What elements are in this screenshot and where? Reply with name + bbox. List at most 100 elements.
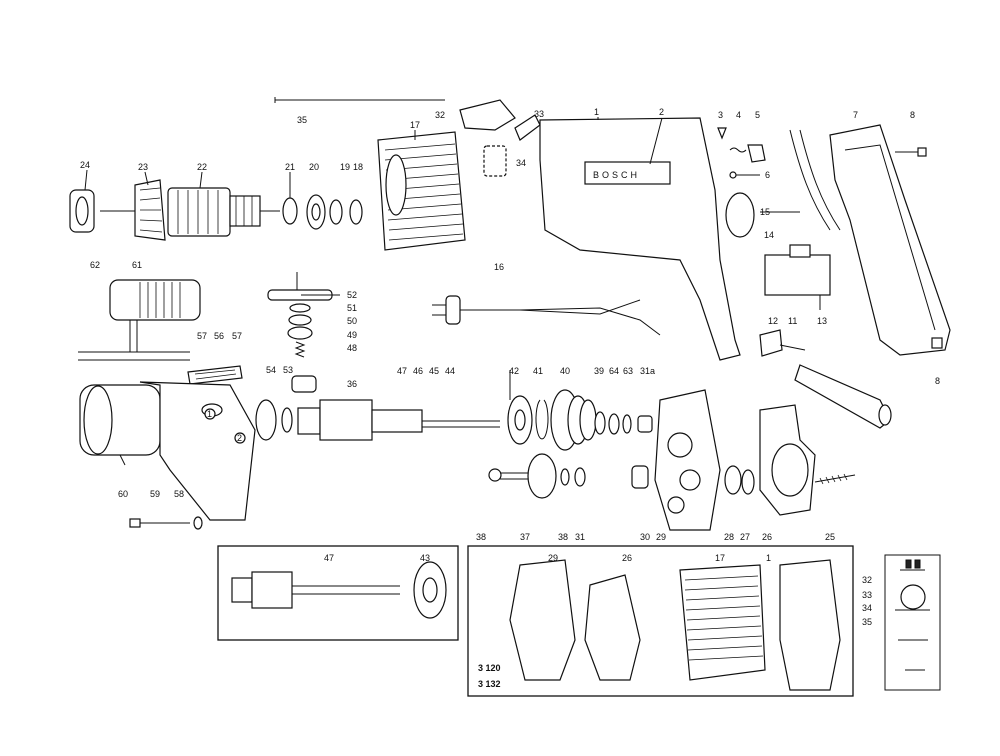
part-60-gear-housing: [79, 381, 256, 521]
circled-label-1: 1: [207, 409, 212, 419]
part-23-fan: [100, 179, 166, 241]
label-61: 61: [132, 260, 142, 270]
label-47: 47: [397, 366, 407, 376]
part-4-spring: [729, 147, 747, 153]
part-34-suppressor: [483, 145, 507, 177]
label-24: 24: [80, 160, 90, 170]
label-41: 41: [533, 366, 543, 376]
part-36-knob: [291, 375, 317, 393]
label-6: 6: [765, 170, 770, 180]
label-52: 52: [347, 290, 357, 300]
part-25-screw: [814, 473, 856, 485]
part-8-screw: [895, 147, 927, 157]
part-19-washer: [329, 199, 343, 225]
label-45: 45: [429, 366, 439, 376]
part-30-bushing: [631, 465, 649, 489]
label-34: 34: [516, 158, 526, 168]
label-31a: 31a: [640, 366, 655, 376]
part-21-washer: [282, 197, 298, 225]
part-51-washer: [289, 303, 311, 313]
label-51: 51: [347, 303, 357, 313]
part-38b-washer: [560, 468, 570, 486]
label-42: 42: [509, 366, 519, 376]
label-31: 31: [575, 532, 585, 542]
part-20-bearing: [306, 194, 326, 230]
label-62: 62: [90, 260, 100, 270]
label-3: 3: [718, 110, 723, 120]
label-7: 7: [853, 110, 858, 120]
label-59: 59: [150, 489, 160, 499]
label-20: 20: [309, 162, 319, 172]
label-11: 11: [788, 316, 797, 326]
part-27-washer: [741, 469, 755, 495]
label-46: 46: [413, 366, 423, 376]
label-12: 12: [768, 316, 778, 326]
label-14: 14: [764, 230, 774, 240]
part-6-screw: [729, 171, 760, 179]
part-26-brush-bracket: [759, 404, 816, 516]
label-29: 29: [656, 532, 666, 542]
label-57b: 57: [232, 331, 242, 341]
label-28: 28: [724, 532, 734, 542]
part-31a-bushing: [637, 415, 653, 433]
label-2: 2: [659, 107, 664, 117]
part-5-cable-clamp: [747, 144, 766, 163]
label-63: 63: [623, 366, 633, 376]
part-7-handle: [829, 124, 951, 356]
label-26: 26: [762, 532, 772, 542]
label-38: 38: [476, 532, 486, 542]
label-23: 23: [138, 162, 148, 172]
label-4: 4: [736, 110, 741, 120]
inset-label-17: 17: [715, 553, 725, 563]
inset-label-1: 1: [766, 553, 771, 563]
circuit-label-34: 34: [862, 603, 872, 613]
label-49: 49: [347, 330, 357, 340]
part-37-gear-shaft: [500, 453, 557, 499]
inset-label-26: 26: [622, 553, 632, 563]
brand-lettering: BOSCH: [593, 170, 640, 180]
part-29-gear-housing: [654, 389, 721, 531]
model-number-1: 3 120: [478, 663, 501, 673]
part-54-bearing: [255, 399, 277, 441]
label-17: 17: [410, 120, 420, 130]
label-16: 16: [494, 262, 504, 272]
label-37: 37: [520, 532, 530, 542]
label-25: 25: [825, 532, 835, 542]
label-13: 13: [817, 316, 827, 326]
model-number-2: 3 132: [478, 679, 501, 689]
label-58: 58: [174, 489, 184, 499]
part-47-spindle: [297, 399, 500, 441]
inset-label-43: 43: [420, 553, 430, 563]
label-21: 21: [285, 162, 295, 172]
part-18-washer: [349, 199, 363, 225]
part-3-clip: [717, 127, 727, 140]
part-64-washer: [608, 413, 620, 435]
circled-label-2: 2: [237, 433, 242, 443]
part-58-washer: [193, 516, 203, 530]
label-50: 50: [347, 316, 357, 326]
part-35-wire: [274, 97, 445, 103]
inset-spindle-box: [217, 545, 459, 641]
part-14-switch: [764, 244, 831, 296]
part-17-field-coil: [377, 131, 466, 251]
part-12-cable-clamp: [759, 329, 783, 357]
part-57-rating-plate: [187, 365, 243, 385]
part-52-pin: [267, 272, 333, 301]
label-39: 39: [594, 366, 604, 376]
label-1: 1: [594, 107, 599, 117]
part-49-gear: [287, 326, 313, 340]
inset-variant-box: [467, 545, 854, 697]
circled-marker-2: 2: [234, 432, 246, 444]
circled-marker-1: 1: [204, 408, 216, 420]
inset-label-29: 29: [548, 553, 558, 563]
label-35: 35: [297, 115, 307, 125]
part-63-washer: [622, 414, 632, 434]
part-32-brush-holder: [459, 99, 516, 131]
label-32: 32: [435, 110, 445, 120]
label-22: 22: [197, 162, 207, 172]
label-48: 48: [347, 343, 357, 353]
wiring-schematic: [884, 554, 941, 691]
label-15: 15: [760, 207, 770, 217]
inset-label-47: 47: [324, 553, 334, 563]
